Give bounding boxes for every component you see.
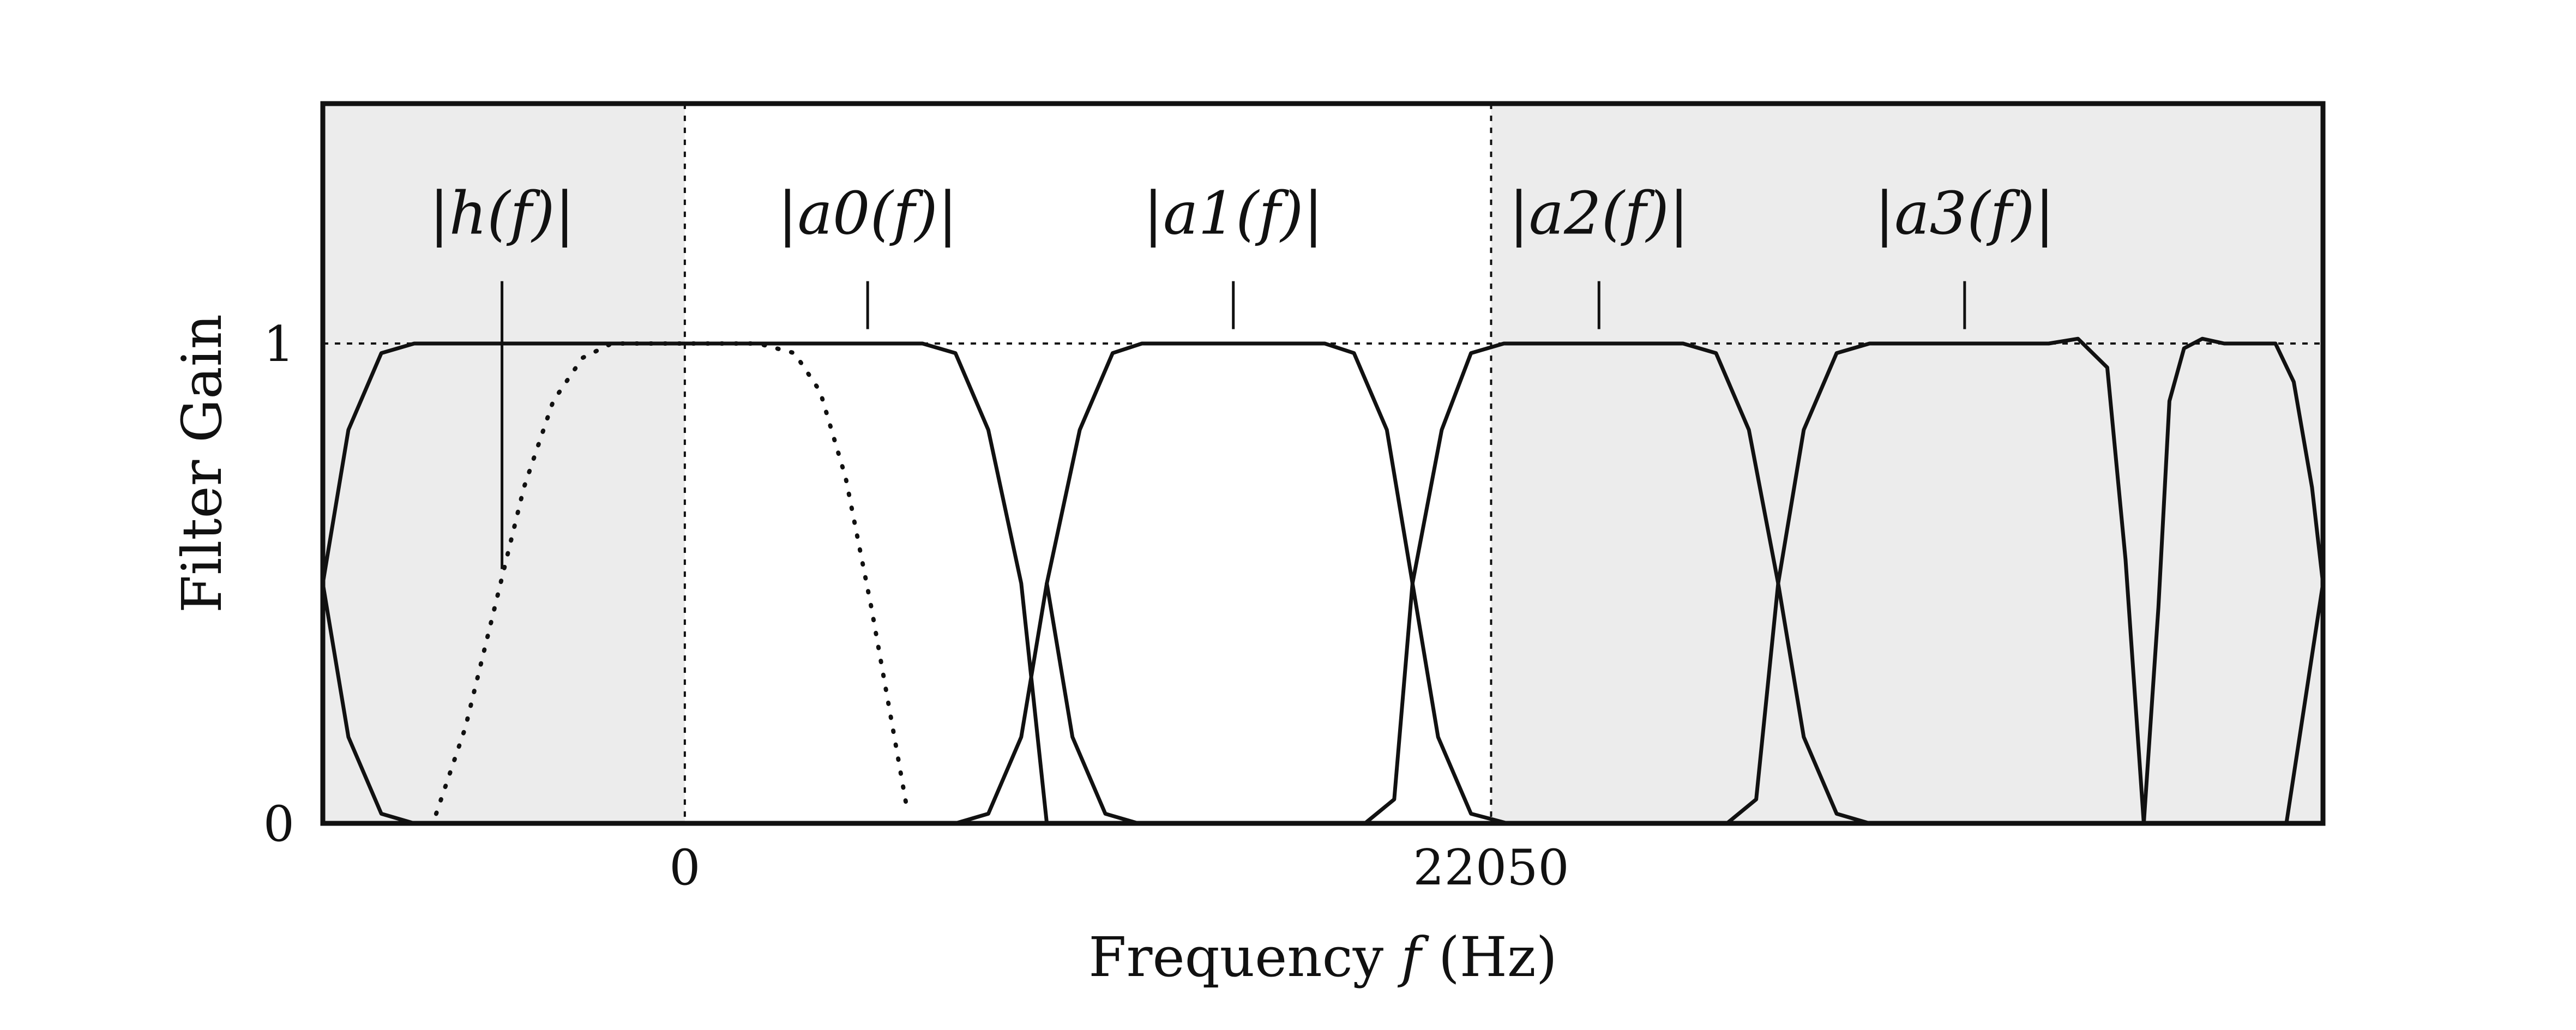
filter-gain-curve <box>1045 581 1415 826</box>
filter-gain-curve <box>321 341 1049 826</box>
filter-gain-curve <box>1776 336 2325 826</box>
x-axis-label: Frequency f (Hz) <box>1088 925 1557 989</box>
curve-annotation: |a2(f)| <box>1509 179 1689 248</box>
curve-annotation: |a0(f)| <box>778 179 958 248</box>
x-axis-label-unit: (Hz) <box>1439 925 1557 989</box>
y-tick-label: 0 <box>263 796 294 853</box>
shaded-regions <box>323 104 2323 823</box>
curve-annotation: |a1(f)| <box>1143 179 1323 248</box>
y-axis-label: Filter Gain <box>170 314 234 613</box>
x-tick-label: 22050 <box>1413 839 1569 896</box>
filter-gain-curve <box>1045 341 1415 586</box>
plot-frame <box>320 101 2326 826</box>
x-axis-label-text: Frequency <box>1088 925 1383 989</box>
x-tick-label: 0 <box>669 839 700 896</box>
curve-annotation: |h(f)| <box>429 179 575 248</box>
y-tick-label: 1 <box>263 316 294 373</box>
filter-gain-curve <box>683 581 1049 826</box>
annotations: |h(f)| |a0(f)| |a1(f)| |a2(f)| |a3(f)| <box>429 179 2055 569</box>
filter-gain-curve <box>1410 341 1780 586</box>
curve-annotation: |a3(f)| <box>1875 179 2055 248</box>
axis-ticks: 0 22050 0 1 <box>263 316 1569 896</box>
shaded-region <box>1491 104 2323 823</box>
shaded-region <box>323 104 685 823</box>
prototype-filter-curve <box>434 341 910 816</box>
